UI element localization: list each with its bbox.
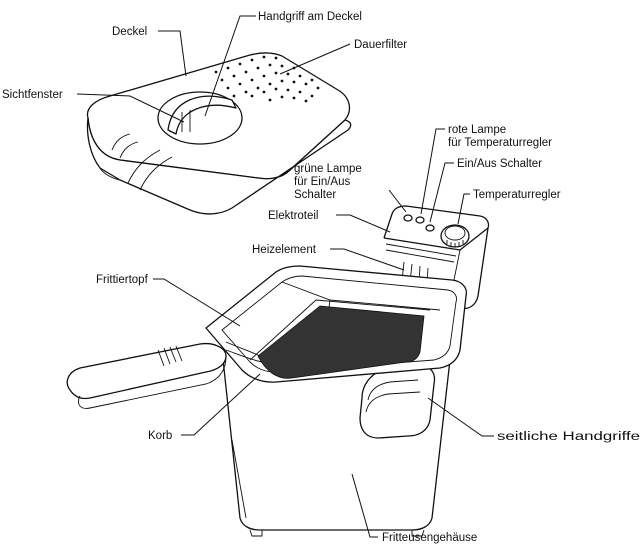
label-gruene-lampe-line1: grüne Lampe — [294, 163, 362, 175]
label-dauerfilter: Dauerfilter — [354, 39, 407, 51]
label-rote-lampe-line1: rote Lampe — [448, 124, 506, 136]
label-temperaturregler: Temperaturregler — [473, 189, 561, 201]
label-rote-lampe-line2: für Temperaturregler — [448, 137, 552, 149]
label-heizelement: Heizelement — [252, 244, 317, 256]
label-handgriff-am-deckel: Handgriff am Deckel — [258, 11, 362, 23]
label-deckel: Deckel — [112, 26, 147, 38]
label-frittiertopf: Frittiertopf — [96, 274, 149, 286]
label-sichtfenster: Sichtfenster — [2, 89, 63, 101]
label-korb: Korb — [148, 430, 172, 442]
label-gruene-lampe-line3: Schalter — [294, 189, 336, 201]
label-fritteusengehaeuse: Fritteusengehäuse — [382, 532, 477, 544]
label-ein-aus-schalter: Ein/Aus Schalter — [457, 158, 542, 170]
label-gruene-lampe-line2: für Ein/Aus — [294, 176, 350, 188]
label-elektroteil: Elektroteil — [268, 210, 319, 222]
label-seitliche-handgriffe: seitliche Handgriffe — [497, 431, 640, 443]
basket-handle — [67, 344, 226, 409]
